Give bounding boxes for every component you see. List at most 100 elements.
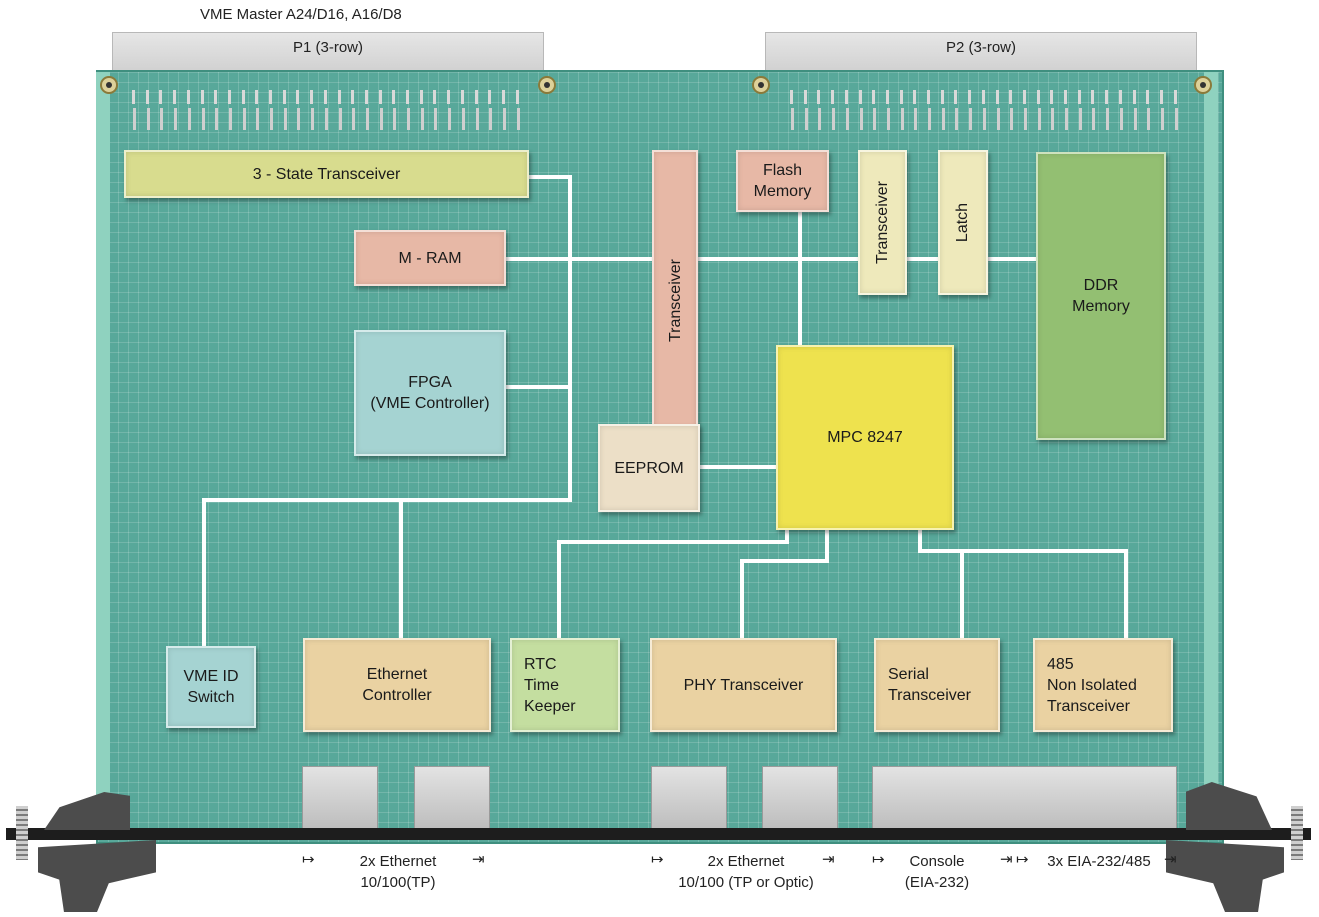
connector-pin <box>968 90 972 104</box>
connector-pin <box>1064 90 1067 104</box>
phy-transceiver-block: PHY Transceiver <box>650 638 837 732</box>
right-ejector-base <box>1166 840 1284 912</box>
ethernet-controller-block: Ethernet Controller <box>303 638 491 732</box>
connector-pin-lead <box>1065 108 1068 130</box>
connector-pin-lead <box>379 108 383 130</box>
connector-pin <box>159 90 163 104</box>
connector-pin <box>981 90 985 104</box>
board-left-edge <box>96 72 110 838</box>
connector-pin-lead <box>201 108 205 130</box>
connector-pin-lead <box>228 108 232 130</box>
console-right-bracket: ⇥ <box>1000 851 1013 868</box>
connector-pin <box>488 90 492 104</box>
connector-pin-lead <box>516 108 520 130</box>
connector-pin <box>995 90 999 104</box>
right-ejector-handle[interactable] <box>1186 782 1272 830</box>
connector-pin <box>186 90 190 104</box>
connector-pin-lead <box>365 108 369 130</box>
eth2-right-bracket: ⇥ <box>822 851 835 868</box>
eth1-left-bracket: ↦ <box>302 851 315 868</box>
connector-pin <box>323 90 327 104</box>
connector-pin <box>927 90 930 104</box>
connector-pin-lead <box>859 108 863 130</box>
connector-pin-lead <box>324 108 328 130</box>
connector-pin <box>913 90 917 104</box>
trace <box>557 540 789 544</box>
left-screw[interactable] <box>16 806 28 860</box>
connector-pin <box>940 90 944 104</box>
connector-pin <box>296 90 300 104</box>
connector-pin <box>844 90 848 104</box>
trace <box>202 498 572 502</box>
connector-pin <box>1146 90 1150 104</box>
connector-pin-lead <box>1106 108 1110 130</box>
connector-pin <box>173 90 177 104</box>
connector-pin <box>515 90 519 104</box>
connector-pin-lead <box>1160 108 1164 130</box>
connector-pin-lead <box>502 108 506 130</box>
connector-pin <box>214 90 218 104</box>
trace <box>568 175 572 501</box>
connector-pin-lead <box>1037 108 1041 130</box>
connector-pin <box>954 90 958 104</box>
trace <box>740 559 829 563</box>
p1-connector: P1 (3-row) <box>112 32 544 76</box>
connector-pin-lead <box>338 108 342 130</box>
connector-pin <box>351 90 355 104</box>
connector-pin-lead <box>461 108 465 130</box>
connector-pin <box>858 90 862 104</box>
connector-pin <box>378 90 382 104</box>
latch-block: Latch <box>938 150 988 295</box>
small-transceiver-block: Transceiver <box>858 150 907 295</box>
connector-pin-lead <box>407 108 410 130</box>
connector-pin-lead <box>1010 108 1014 130</box>
connector-pin <box>817 90 821 104</box>
connector-pin <box>364 90 368 104</box>
connector-pin-lead <box>133 108 136 130</box>
connector-pin-lead <box>914 108 918 130</box>
bus-spec-title: VME Master A24/D16, A16/D8 <box>200 6 402 23</box>
connector-pin-lead <box>1119 108 1123 130</box>
trace <box>785 528 789 543</box>
connector-pin <box>872 90 876 104</box>
left-ejector-handle[interactable] <box>44 792 130 830</box>
connector-pin-lead <box>900 108 904 130</box>
connector-pin <box>1118 90 1122 104</box>
connector-pin-lead <box>174 108 178 130</box>
mpc8247-processor-block: MPC 8247 <box>776 345 954 530</box>
connector-pin <box>406 90 409 104</box>
connector-pin-lead <box>791 108 794 130</box>
connector-pin-lead <box>242 108 246 130</box>
connector-pin-lead <box>475 108 479 130</box>
connector-pin-lead <box>982 108 986 130</box>
connector-pin <box>1022 90 1026 104</box>
connector-pin <box>447 90 451 104</box>
connector-pin-lead <box>941 108 945 130</box>
front-panel-rail <box>6 828 1311 840</box>
connector-pin-lead <box>489 108 493 130</box>
connector-pin-lead <box>886 108 890 130</box>
connector-pin <box>885 90 889 104</box>
latch-label: Latch <box>954 202 972 243</box>
trace <box>505 257 1040 261</box>
connector-pin <box>132 90 135 104</box>
connector-pin <box>419 90 423 104</box>
p2-left-mount-hole <box>752 76 770 94</box>
p1-left-mount-hole <box>100 76 118 94</box>
connector-pin-lead <box>270 108 273 130</box>
connector-pin-lead <box>818 108 822 130</box>
right-screw[interactable] <box>1291 806 1303 860</box>
connector-pin-lead <box>832 108 836 130</box>
connector-pin-lead <box>448 108 452 130</box>
connector-pin <box>1105 90 1109 104</box>
connector-pin <box>1173 90 1177 104</box>
connector-pin <box>337 90 341 104</box>
connector-pin <box>282 90 286 104</box>
connector-pin-lead <box>1147 108 1151 130</box>
connector-pin-lead <box>352 108 356 130</box>
console-label: Console (EIA-232) <box>904 853 970 891</box>
connector-pin-lead <box>393 108 397 130</box>
ethernet-optic-label: 2x Ethernet 10/100 (TP or Optic) <box>678 853 814 891</box>
connector-pin <box>1132 90 1136 104</box>
p2-connector-label: P2 (3-row) <box>945 39 1016 56</box>
